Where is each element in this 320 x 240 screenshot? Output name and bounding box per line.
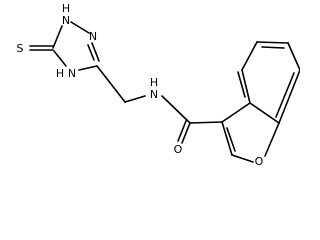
atom-n1: N (62, 14, 70, 27)
bond-c7b-c7a (278, 69, 300, 124)
bond-carbonyl-o (181, 122, 191, 144)
bond-c3b-c2b-inner (226, 127, 236, 152)
atom-n-amide: N (150, 88, 158, 101)
atom-h1: H (62, 2, 70, 15)
bond-n2-c3 (91, 42, 100, 62)
atom-o-furan: O (255, 155, 264, 168)
bond-c7a-c3a (249, 102, 280, 124)
atom-h-amide: H (150, 76, 158, 89)
bond-carbonyl-o-double (177, 120, 187, 142)
bond-c4-c5b (241, 41, 258, 71)
bond-c7b-c7a-inner (275, 72, 295, 118)
bond-n4-c5 (53, 50, 67, 67)
bond-c3a-c3b (221, 102, 251, 123)
bond-n1-n2 (70, 21, 90, 34)
bond-carbonyl-c3b (189, 121, 223, 124)
bonds (29, 21, 300, 163)
atom-n4: N (68, 67, 76, 80)
atom-o-carbonyl: O (174, 143, 183, 156)
bond-c2b-o (231, 154, 254, 163)
atom-labels: S N H N N H N H O O (17, 2, 264, 168)
bond-c5b-c6b (256, 41, 289, 44)
bond-c5b-c6b-inner (261, 46, 285, 49)
bond-n-carbonyl (161, 95, 191, 124)
atom-h4: H (56, 67, 64, 80)
bond-c3b-c2b (221, 121, 233, 156)
bond-c3-ch2 (96, 65, 126, 103)
bond-ch2-n (124, 95, 146, 103)
bond-c3-n4 (78, 65, 98, 71)
atom-n2: N (89, 30, 97, 43)
bond-c5-n1 (52, 25, 63, 49)
bond-c3a-c4-inner (237, 71, 246, 98)
bond-o-c7a (264, 122, 280, 157)
atom-s: S (17, 42, 24, 55)
chemical-structure-diagram: S N H N N H N H O O (17, 2, 300, 168)
bond-c6b-c7b (287, 42, 300, 71)
bond-c3a-c4 (241, 69, 251, 104)
bond-n2-c3-double (87, 44, 95, 61)
